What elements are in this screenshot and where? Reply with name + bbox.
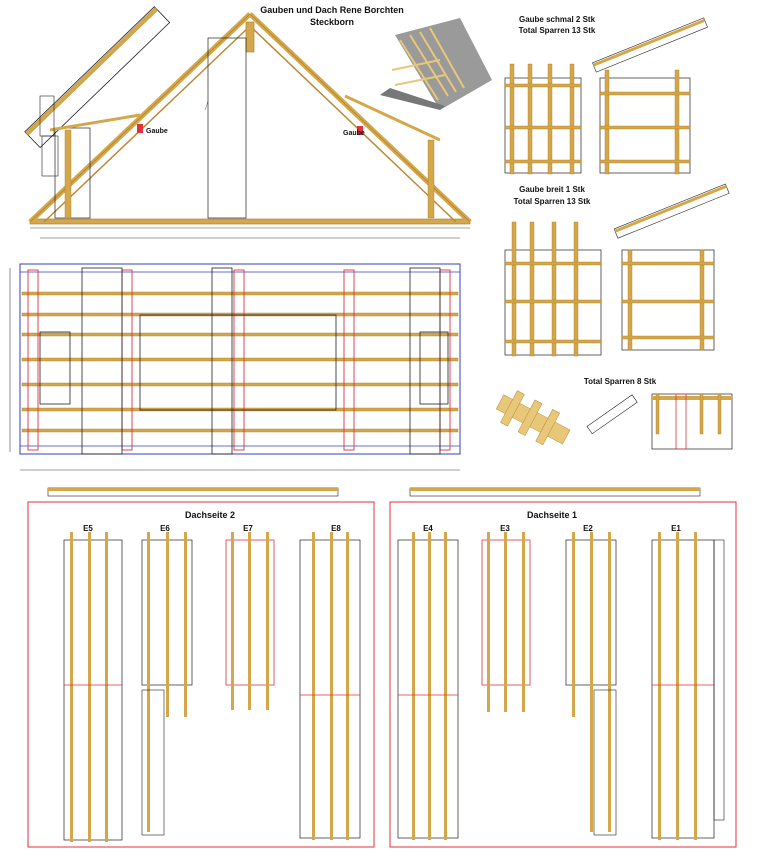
panel-label: E5 xyxy=(83,524,93,533)
left-dormer-frame xyxy=(54,127,91,219)
panel-e5 xyxy=(63,539,123,841)
gaube-schmal-title: Gaube schmal 2 Stk xyxy=(519,15,596,24)
dimension-box xyxy=(207,37,247,219)
gaube-breit-subtitle: Total Sparren 13 Stk xyxy=(514,197,591,206)
right-dormer-rafter xyxy=(344,94,441,142)
main-title: Gauben und Dach Rene Borchten xyxy=(260,5,404,15)
panel-e1 xyxy=(651,539,715,839)
roof-cross-section: Gaube Gaube Gauben und Dach Rene Borchte… xyxy=(24,5,472,239)
roof-plan-view xyxy=(9,263,461,471)
dachseite-2-frame xyxy=(27,501,375,848)
left-dormer-post xyxy=(64,129,72,219)
panel-label: E4 xyxy=(423,524,433,533)
sparren-8-title: Total Sparren 8 Stk xyxy=(584,377,657,386)
plan-outline xyxy=(19,263,461,455)
base-beam xyxy=(29,218,471,225)
panel-label: E2 xyxy=(583,524,593,533)
inner-rafter xyxy=(249,25,457,223)
gaube-marker-left xyxy=(137,124,143,133)
dachseite-2-title: Dachseite 2 xyxy=(185,510,235,520)
panel-label: E8 xyxy=(331,524,341,533)
gaube-breit-section: Gaube breit 1 Stk Total Sparren 13 Stk xyxy=(504,183,730,357)
dachseite-1-frame xyxy=(389,501,737,848)
dachseite-1-title: Dachseite 1 xyxy=(527,510,577,520)
sparren-8-section: Total Sparren 8 Stk xyxy=(495,377,733,450)
gaube-schmal-subtitle: Total Sparren 13 Stk xyxy=(519,26,596,35)
panel-label: E3 xyxy=(500,524,510,533)
dormer-3d-preview xyxy=(380,18,492,110)
main-subtitle: Steckborn xyxy=(310,17,354,27)
gaube-tag-left: Gaube xyxy=(146,128,168,135)
gaube-schmal-section: Gaube schmal 2 Stk Total Sparren 13 Stk xyxy=(504,15,708,175)
gaube-tag-right: Gaube xyxy=(343,130,365,137)
dachseite-2-group: Dachseite 2 E5 E6 E7 E8 xyxy=(27,487,375,848)
dormer-roof-batten xyxy=(25,7,159,136)
inner-rafter xyxy=(43,25,251,223)
right-dormer-post xyxy=(427,139,435,219)
panel-label: E1 xyxy=(671,524,681,533)
dachseite-1-group: Dachseite 1 E4 E3 E2 E1 xyxy=(389,487,737,848)
panel-label: E6 xyxy=(160,524,170,533)
panel-label: E7 xyxy=(243,524,253,533)
gaube-marker-right xyxy=(357,126,363,135)
ridge-post xyxy=(245,21,255,53)
gaube-breit-title: Gaube breit 1 Stk xyxy=(519,185,585,194)
left-dormer-rafter xyxy=(49,113,141,132)
dormer-roof-plate xyxy=(24,6,171,149)
